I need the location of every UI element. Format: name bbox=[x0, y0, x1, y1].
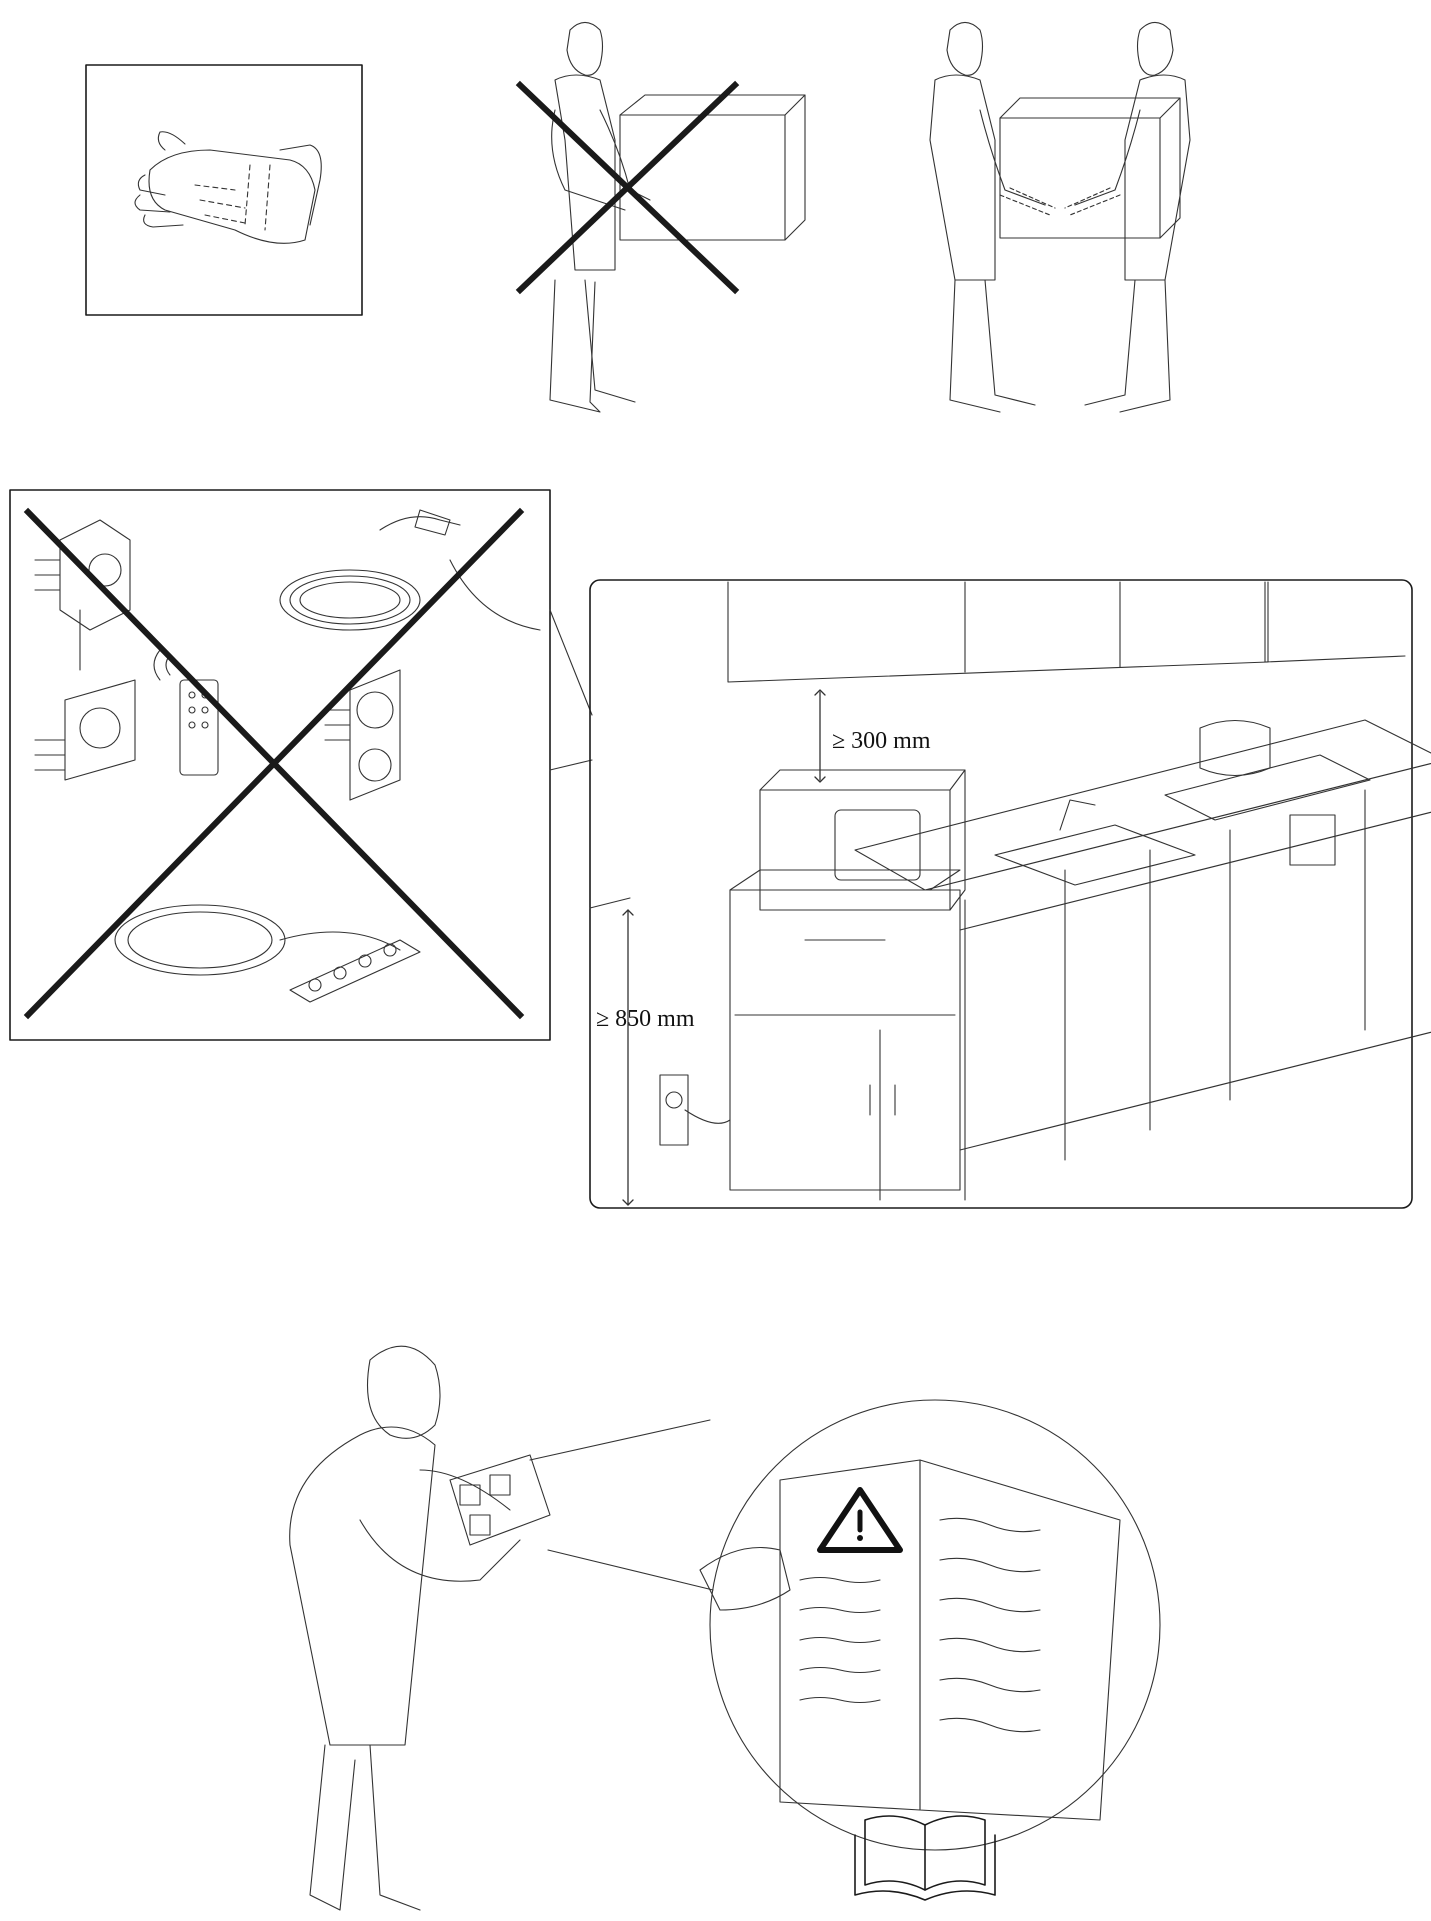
timer-adapter-icon bbox=[324, 669, 401, 801]
prohibited-adapters-panel bbox=[9, 489, 593, 1041]
wall-outlet-icon bbox=[659, 1074, 731, 1146]
remote-control-icon bbox=[153, 649, 219, 776]
warning-triangle-icon bbox=[817, 1487, 903, 1553]
person-reading-manual bbox=[289, 1345, 551, 1911]
installation-row: ≥ 300 mm ≥ 850 mm bbox=[9, 489, 1431, 1209]
two-person-lift-correct bbox=[929, 21, 1191, 413]
stove-icon bbox=[1164, 720, 1371, 866]
microwave-icon bbox=[759, 769, 966, 911]
hand-icon bbox=[699, 1547, 791, 1611]
wireless-socket-icon bbox=[34, 609, 136, 781]
kitchen-installation-panel: ≥ 300 mm ≥ 850 mm bbox=[589, 579, 1431, 1209]
manual-magnifier bbox=[529, 1399, 1161, 1851]
open-book-icon bbox=[854, 1815, 996, 1901]
counter-height-dimension-label: ≥ 850 mm bbox=[596, 1006, 695, 1032]
gloves-panel bbox=[85, 64, 363, 316]
power-strip-icon bbox=[114, 904, 421, 1003]
plug-adapter-icon bbox=[34, 519, 131, 631]
sink-icon bbox=[994, 824, 1196, 886]
read-manual-row bbox=[289, 1345, 1161, 1911]
pot-icon bbox=[1199, 720, 1271, 776]
lifting-instructions-row bbox=[85, 21, 1191, 413]
gloves-icon bbox=[134, 131, 322, 244]
single-person-lift-wrong bbox=[515, 21, 806, 413]
clearance-dimension-label: ≥ 300 mm bbox=[832, 728, 931, 754]
